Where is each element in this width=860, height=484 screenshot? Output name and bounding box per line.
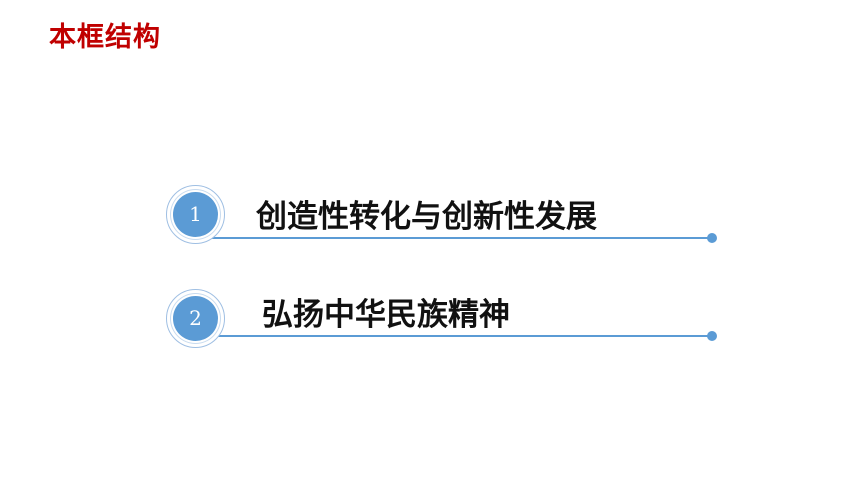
number-badge: 1 bbox=[166, 185, 225, 244]
badge-number: 1 bbox=[189, 202, 202, 226]
page-title: 本框结构 bbox=[49, 22, 161, 53]
outline-item-1: 1 创造性转化与创新性发展 bbox=[0, 185, 860, 255]
item-underline bbox=[210, 237, 712, 239]
badge-number: 2 bbox=[189, 306, 202, 330]
item-underline bbox=[210, 335, 712, 337]
number-badge: 2 bbox=[166, 289, 225, 348]
badge-circle: 1 bbox=[173, 192, 218, 237]
badge-circle: 2 bbox=[173, 296, 218, 341]
item-label: 弘扬中华民族精神 bbox=[262, 297, 510, 333]
item-end-dot bbox=[707, 331, 717, 341]
item-end-dot bbox=[707, 233, 717, 243]
outline-item-2: 2 弘扬中华民族精神 bbox=[0, 289, 860, 359]
item-label: 创造性转化与创新性发展 bbox=[256, 199, 597, 235]
